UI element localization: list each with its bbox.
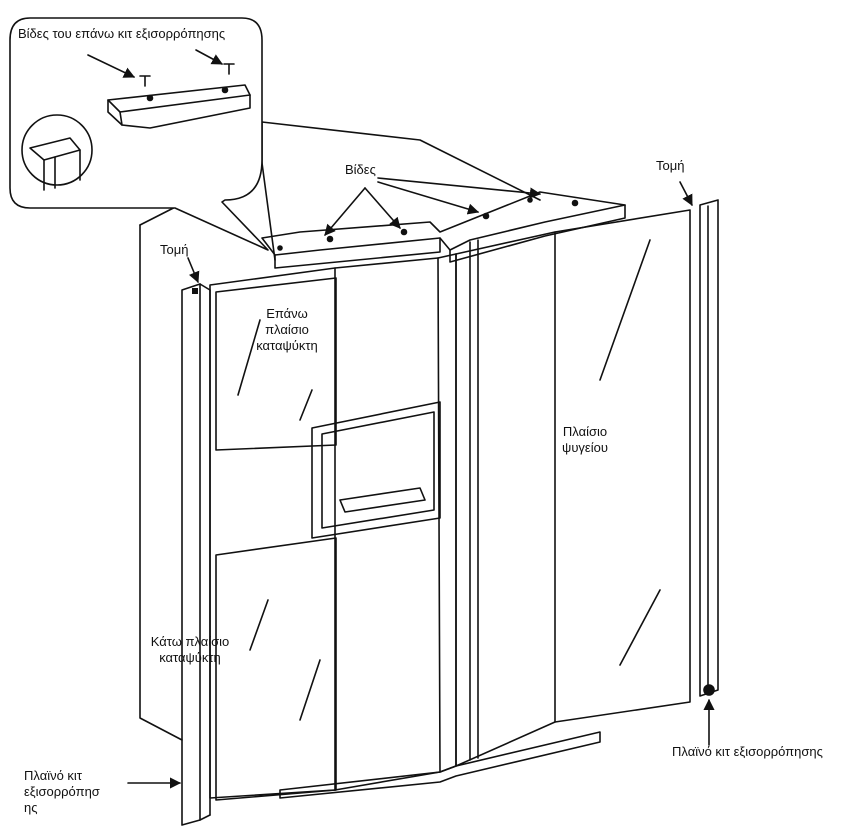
label-fridge-panel-line2: ψυγείου [562, 440, 608, 455]
arrow-cut-left [187, 257, 200, 284]
label-upper-freezer-panel: Επάνω πλαίσιο καταψύκτη [250, 306, 324, 354]
base-plates [279, 731, 601, 799]
label-side-kit-left-line2: εξισορρόπησ [24, 784, 100, 799]
leader-arrows [87, 49, 715, 789]
label-top-kit-screws: Βίδες του επάνω κιτ εξισορρόπησης [18, 26, 226, 41]
lower-freezer-panel [215, 537, 337, 801]
label-cut-right: Τομή [656, 158, 685, 173]
arrow-top-screw-left [87, 54, 136, 78]
label-side-kit-left: Πλαϊνό κιτ εξισορρόπησ ης [24, 768, 100, 816]
left-side-trim [181, 283, 211, 826]
arrow-screw-4 [377, 177, 542, 199]
arrow-cut-right [679, 181, 693, 206]
arrow-top-screw-right [195, 49, 223, 65]
arrow-screw-1 [324, 187, 366, 236]
right-side-trim [699, 199, 719, 697]
top-hinge-plates [261, 191, 626, 269]
upper-freezer-panel [215, 277, 337, 451]
label-fridge-panel: Πλαίσιο ψυγείου [555, 424, 615, 456]
label-cut-left: Τομή [160, 242, 189, 257]
label-screws: Βίδες [345, 162, 376, 177]
label-upper-freezer-panel-line3: καταψύκτη [256, 338, 318, 353]
label-side-kit-right: Πλαϊνό κιτ εξισορρόπησης [672, 744, 823, 759]
dispenser [311, 401, 441, 539]
label-fridge-panel-line1: Πλαίσιο [562, 424, 608, 439]
label-lower-freezer-panel: Κάτω πλαίσιο καταψύκτη [140, 634, 240, 666]
label-side-kit-left-line3: ης [24, 800, 38, 815]
fridge-door [455, 209, 691, 767]
label-lower-freezer-panel-line1: Κάτω πλαίσιο [150, 634, 230, 649]
label-side-kit-left-line1: Πλαϊνό κιτ [24, 768, 82, 783]
label-lower-freezer-panel-line2: καταψύκτη [159, 650, 221, 665]
label-upper-freezer-panel-line2: πλαίσιο [265, 322, 309, 337]
label-upper-freezer-panel-line1: Επάνω [266, 306, 308, 321]
arrow-screw-3 [377, 181, 480, 215]
arrow-screw-2 [364, 187, 401, 229]
inset-callout [9, 17, 269, 251]
